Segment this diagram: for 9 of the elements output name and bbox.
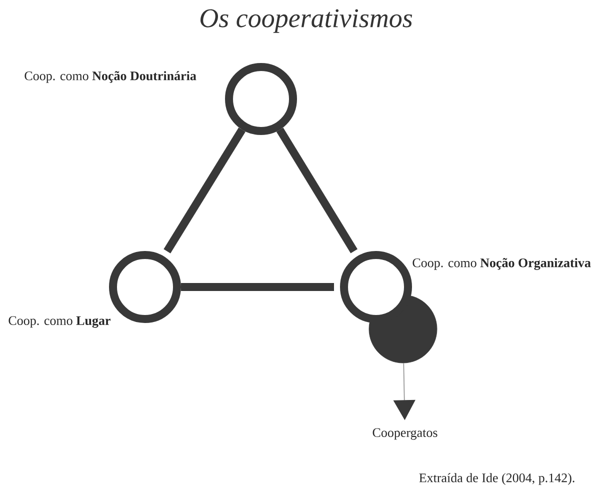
node-label: Coopergatos bbox=[372, 428, 438, 440]
connector-line bbox=[276, 128, 358, 254]
connector-line bbox=[164, 128, 246, 254]
circle-caption: Coop. como Noção Doutrinária bbox=[24, 71, 196, 83]
title: Os cooperativismos bbox=[200, 9, 412, 33]
circle-caption: Coop. como Noção Organizativa bbox=[412, 258, 591, 270]
connector-line bbox=[181, 283, 334, 291]
circle-caption: Coop. como Lugar bbox=[8, 316, 110, 328]
caption: Extraída de Ide (2004, p.142). bbox=[419, 473, 574, 485]
